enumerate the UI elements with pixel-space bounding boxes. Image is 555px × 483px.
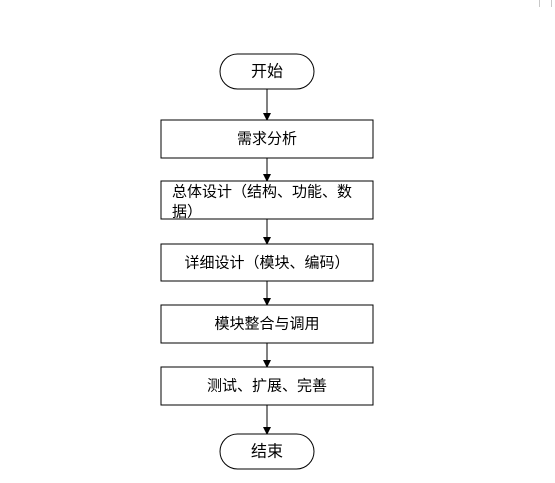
end-node: 结束 — [219, 433, 315, 470]
step-requirements-analysis: 需求分析 — [160, 119, 374, 159]
step-module-integration: 模块整合与调用 — [160, 304, 374, 344]
corner-mark-left — [539, 0, 540, 7]
step-overall-design-label-line1: 总体设计（结构、功能、数 — [172, 183, 352, 201]
corner-mark-right — [551, 0, 552, 7]
step-detailed-design: 详细设计（模块、编码） — [160, 243, 374, 282]
step-testing-expansion: 测试、扩展、完善 — [160, 366, 374, 406]
step-detailed-design-label: 详细设计（模块、编码） — [184, 254, 349, 272]
start-label: 开始 — [251, 62, 283, 81]
step-module-integration-label: 模块整合与调用 — [214, 315, 319, 333]
start-node: 开始 — [219, 53, 315, 90]
step-overall-design-label-line2: 据） — [172, 203, 202, 221]
end-label: 结束 — [251, 442, 283, 461]
step-testing-expansion-label: 测试、扩展、完善 — [207, 377, 327, 395]
step-overall-design: 总体设计（结构、功能、数 据） — [160, 180, 374, 221]
step-requirements-analysis-label: 需求分析 — [237, 130, 297, 148]
